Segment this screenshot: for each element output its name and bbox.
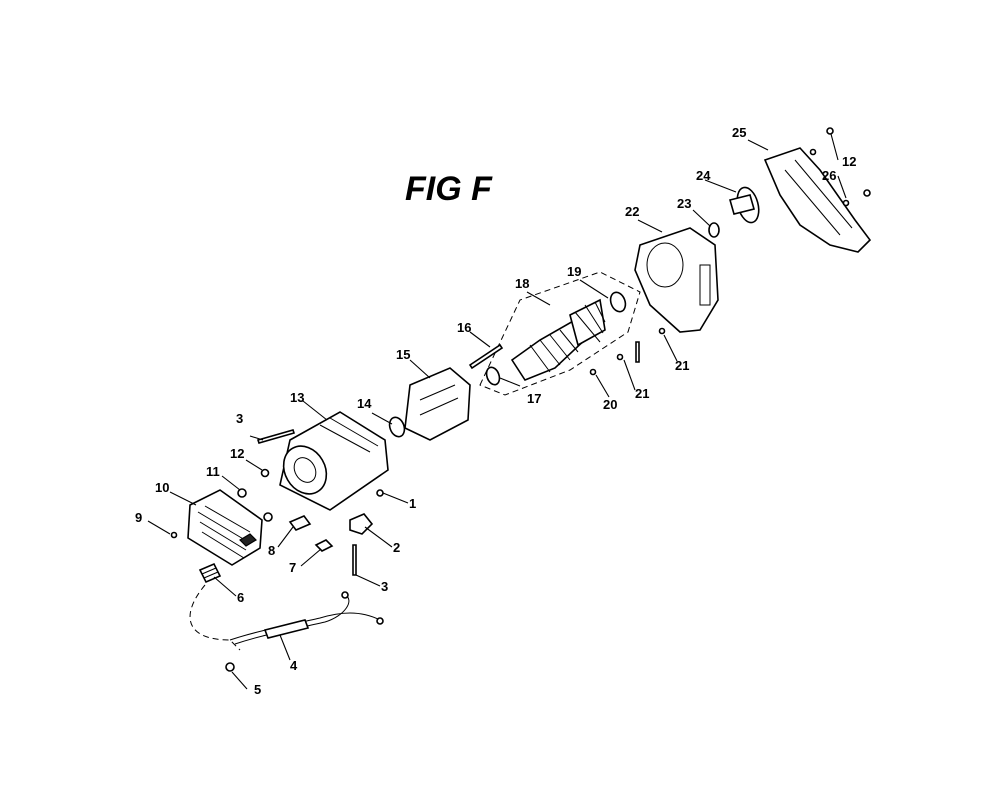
washer	[388, 416, 406, 438]
long-screw	[256, 429, 357, 576]
callout-25: 25	[732, 125, 746, 140]
callout-21: 21	[635, 386, 649, 401]
callout-26: 26	[822, 168, 836, 183]
callout-3: 3	[381, 579, 388, 594]
callout-2: 2	[393, 540, 400, 555]
callout-7: 7	[289, 560, 296, 575]
callout-15: 15	[396, 347, 410, 362]
baffle	[404, 367, 471, 441]
leader-lines	[147, 133, 847, 690]
brush-cap	[314, 539, 334, 552]
callout-12: 12	[842, 154, 856, 169]
key	[635, 341, 640, 363]
callout-3: 3	[236, 411, 243, 426]
nut	[260, 468, 270, 478]
field-housing	[279, 411, 389, 511]
screw	[376, 489, 384, 497]
callout-6: 6	[237, 590, 244, 605]
bearing	[708, 222, 720, 238]
callout-14: 14	[357, 396, 372, 411]
carbon-brush	[288, 515, 312, 531]
callout-13: 13	[290, 390, 304, 405]
callout-4: 4	[290, 658, 298, 673]
callout-12: 12	[230, 446, 244, 461]
screw	[468, 343, 504, 370]
nut	[826, 127, 834, 135]
figure-title: FIG F	[405, 170, 493, 208]
wiring-harness-route	[189, 584, 241, 651]
callout-8: 8	[268, 543, 275, 558]
callout-17: 17	[527, 391, 541, 406]
end-cap-housing	[187, 489, 263, 566]
bearing	[609, 291, 627, 313]
washer	[809, 148, 817, 156]
callout-1: 1	[409, 496, 416, 511]
pin	[616, 353, 624, 361]
screw	[589, 368, 597, 376]
callout-22: 22	[625, 204, 639, 219]
callout-10: 10	[155, 480, 169, 495]
brush-holder	[349, 513, 374, 535]
callout-21: 21	[675, 358, 689, 373]
callout-18: 18	[515, 276, 529, 291]
armature	[510, 298, 606, 381]
screw	[170, 531, 178, 539]
gear-case	[634, 227, 719, 333]
callout-9: 9	[135, 510, 142, 525]
screw	[225, 662, 235, 672]
wiring-harness	[229, 591, 384, 645]
callout-24: 24	[696, 168, 711, 183]
bearing	[485, 366, 501, 386]
callout-5: 5	[254, 682, 261, 697]
callout-20: 20	[603, 397, 617, 412]
nut	[863, 189, 871, 197]
bushing	[237, 488, 273, 522]
callout-19: 19	[567, 264, 581, 279]
washer	[842, 199, 850, 207]
lower-blade-guard	[763, 147, 872, 253]
callout-11: 11	[206, 464, 220, 479]
callout-16: 16	[457, 320, 471, 335]
pin	[658, 327, 666, 335]
callout-23: 23	[677, 196, 691, 211]
callout-labels: 1 2 3 3 4 5 6 7 8 9 10 11 12 12 13 14 15…	[135, 125, 856, 697]
armature-assembly-outline	[479, 271, 641, 396]
spindle	[729, 186, 760, 224]
